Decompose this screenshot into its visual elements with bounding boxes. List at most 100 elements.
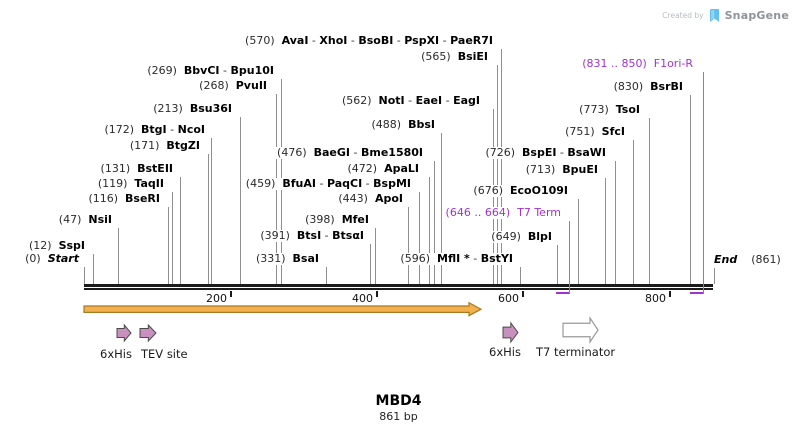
site-leader-line [713, 268, 715, 284]
enzyme-site-label[interactable]: (47) NsiI [57, 213, 113, 226]
feature-arrow-t7-terminator[interactable] [562, 316, 599, 344]
enzyme-site-label[interactable]: (459) BfuAI - PaqCI - BspMI [244, 177, 412, 190]
enzyme-site-label[interactable]: (398) MfeI [304, 214, 370, 226]
enzyme-site-label[interactable]: (751) SfcI [564, 126, 626, 138]
enzyme-name: NsiI [88, 213, 112, 226]
site-position: (676) [473, 184, 510, 197]
enzyme-site-label[interactable]: (172) BtgI - NcoI [103, 124, 206, 136]
feature-region-line [702, 72, 704, 294]
enzyme-site-label[interactable]: (116) BseRI [87, 193, 161, 205]
site-position: (391) [260, 229, 297, 242]
enzyme-name: BlpI [527, 230, 552, 243]
site-leader-line [557, 245, 558, 284]
enzyme-name: SspI [58, 239, 85, 252]
enzyme-site-label[interactable]: (331) BsaI [254, 252, 320, 265]
enzyme-site-label[interactable]: (476) BaeGI - Bme1580I [276, 147, 424, 159]
enzyme-name: BtsI [296, 229, 322, 242]
enzyme-site-label[interactable]: (0) Start [24, 253, 80, 265]
enzyme-site-label[interactable]: (649) BlpI [490, 231, 553, 243]
site-position: (269) [147, 64, 184, 77]
enzyme-separator: - [404, 94, 416, 107]
feature-label[interactable]: T7 terminator [536, 345, 616, 359]
primer-feature-label[interactable]: (831 .. 850) F1ori-R [581, 58, 694, 70]
site-position: (213) [153, 102, 190, 115]
construct-length: 861 bp [379, 410, 418, 423]
enzyme-name: BsoBI [358, 34, 394, 47]
site-position: (116) [88, 192, 126, 205]
enzyme-name: BfuAI [282, 177, 316, 190]
site-leader-line [326, 267, 327, 284]
enzyme-site-label[interactable]: (12) SspI [27, 239, 86, 252]
enzyme-site-label[interactable]: (488) BbsI [370, 118, 436, 131]
enzyme-name: BseRI [125, 192, 160, 205]
enzyme-site-label[interactable]: (472) ApaLI [346, 163, 420, 175]
enzyme-site-label[interactable]: (562) NotI - EaeI - EagI [340, 94, 481, 107]
enzyme-separator: - [362, 177, 374, 190]
enzyme-name: BspMI [373, 177, 411, 190]
site-leader-line [578, 199, 579, 284]
enzyme-name: BsrBI [650, 80, 683, 93]
site-leader-line [84, 267, 85, 284]
enzyme-site-label[interactable]: (676) EcoO109I [472, 185, 569, 197]
snapgene-logo-icon [709, 9, 719, 22]
enzyme-site-label[interactable]: (773) TsoI [578, 104, 641, 116]
primer-feature-label[interactable]: (646 .. 664) T7 Term [444, 207, 562, 219]
enzyme-name: BtsαI [332, 229, 364, 242]
enzyme-site-label[interactable]: (391) BtsI - BtsαI [259, 230, 365, 242]
enzyme-site-label[interactable]: (213) Bsu36I [152, 103, 233, 115]
enzyme-name: NcoI [177, 123, 205, 136]
enzyme-separator: - [393, 34, 405, 47]
terminal-name: End [714, 253, 738, 266]
enzyme-separator: - [350, 146, 361, 159]
site-position: (570) [245, 34, 282, 47]
enzyme-name: PaeR7I [450, 34, 493, 47]
site-leader-line [441, 133, 442, 284]
enzyme-name: PvuII [235, 79, 267, 92]
ruler-tick-label: 600 [498, 292, 519, 305]
site-leader-line [434, 161, 435, 284]
enzyme-name: BstYI [480, 252, 513, 265]
enzyme-separator: - [321, 229, 333, 242]
enzyme-site-label[interactable]: (443) ApoI [337, 193, 404, 205]
enzyme-site-label[interactable]: (565) BsiEI [420, 51, 489, 63]
ruler-tick-label: 400 [352, 292, 373, 305]
enzyme-separator: - [315, 177, 327, 190]
site-position: (773) [579, 103, 616, 116]
site-position: (47) [58, 213, 89, 226]
site-leader-line [633, 140, 634, 284]
site-position: (331) [255, 252, 293, 265]
enzyme-site-label[interactable]: (713) BpuEI [524, 164, 599, 176]
site-position: (488) [371, 118, 409, 131]
feature-arrow-tev-site[interactable] [139, 323, 157, 343]
enzyme-site-label[interactable]: (726) BspEI - BsaWI [484, 147, 607, 159]
orf-arrow[interactable] [83, 301, 483, 317]
enzyme-site-label[interactable]: (596) MflI * - BstYI [399, 253, 514, 265]
feature-name: F1ori-R [653, 57, 693, 70]
enzyme-name: BsiEI [457, 50, 488, 63]
enzyme-site-label[interactable]: (131) BstEII [99, 163, 174, 175]
enzyme-site-label[interactable]: (171) BtgZI [128, 139, 201, 152]
enzyme-site-label[interactable]: (119) TaqII [96, 177, 165, 190]
enzyme-site-label[interactable]: (268) PvuII [198, 80, 268, 92]
enzyme-site-label[interactable]: (570) AvaI - XhoI - BsoBI - PspXI - PaeR… [244, 35, 494, 47]
enzyme-site-label[interactable]: (830) BsrBI [612, 80, 684, 93]
enzyme-separator: - [347, 34, 359, 47]
enzyme-name: BtgZI [166, 139, 200, 152]
enzyme-name: Bme1580I [360, 146, 423, 159]
enzyme-separator: - [469, 252, 481, 265]
enzyme-name: SfcI [601, 125, 625, 138]
enzyme-name: BsaI [292, 252, 319, 265]
enzyme-site-label[interactable]: End(861) [713, 254, 782, 266]
feature-arrow-6xhis[interactable] [116, 323, 132, 343]
sequence-bar-bottom-strand[interactable] [84, 288, 713, 290]
feature-range: (831 .. 850) [582, 57, 654, 70]
feature-label[interactable]: TEV site [141, 347, 188, 361]
feature-label[interactable]: 6xHis [489, 345, 521, 359]
feature-arrow-6xhis[interactable] [502, 321, 519, 344]
site-position: (119) [97, 177, 135, 190]
enzyme-name: BbsI [408, 118, 435, 131]
feature-label[interactable]: 6xHis [100, 347, 132, 361]
enzyme-site-label[interactable]: (269) BbvCI - Bpu10I [146, 65, 275, 77]
site-position: (443) [338, 192, 375, 205]
sequence-bar-top-strand[interactable] [84, 284, 713, 287]
